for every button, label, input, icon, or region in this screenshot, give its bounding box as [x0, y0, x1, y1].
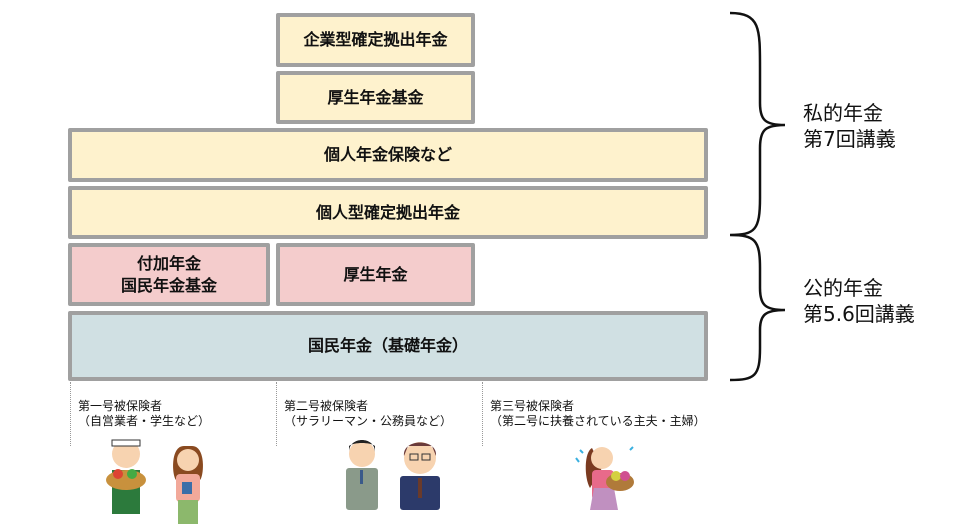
category-first: 第一号被保険者（自営業者・学生など）: [78, 399, 210, 429]
box-label: 個人年金保険など: [323, 145, 452, 164]
box-label: 国民年金（基礎年金）: [307, 336, 468, 355]
box-label: 厚生年金基金: [327, 87, 424, 107]
farmer-icon: [106, 439, 146, 514]
category-desc: （自営業者・学生など）: [78, 414, 211, 428]
category-desc: （サラリーマン・公務員など）: [284, 414, 453, 428]
homemaker-icon: [575, 446, 634, 510]
civil-servant-icon: [400, 442, 440, 510]
box-additional-pension: 付加年金 国民年金基金: [68, 243, 270, 306]
divider: [70, 382, 71, 446]
student-icon: [173, 446, 203, 524]
box-label: 国民年金基金: [120, 275, 217, 295]
public-pension-label: 公的年金 第5.6回講義: [803, 275, 915, 327]
category-desc: （第二号に扶養されている主夫・主婦）: [490, 414, 706, 428]
divider: [276, 382, 277, 446]
box-label: 企業型確定拠出年金: [303, 30, 448, 49]
box-corporate-dc: 企業型確定拠出年金: [276, 13, 475, 67]
box-employees-pension: 厚生年金: [276, 243, 475, 306]
box-individual-insurance: 個人年金保険など: [68, 128, 708, 182]
salaryman-icon: [346, 440, 378, 510]
category-title: 第三号被保険者: [490, 399, 575, 413]
category-third: 第三号被保険者（第二号に扶養されている主夫・主婦）: [490, 399, 706, 429]
box-label: 付加年金: [136, 253, 201, 273]
divider: [482, 382, 483, 446]
category-title: 第二号被保険者: [284, 399, 369, 413]
self-employed-and-student-illustration: [106, 439, 203, 524]
curly-brace-icon: [729, 11, 786, 382]
label-title: 公的年金: [803, 276, 883, 300]
box-individual-dc: 個人型確定拠出年金: [68, 186, 708, 239]
private-pension-label: 私的年金 第7回講義: [803, 100, 896, 152]
category-second: 第二号被保険者（サラリーマン・公務員など）: [284, 399, 452, 429]
category-title: 第一号被保険者: [78, 399, 163, 413]
label-title: 私的年金: [803, 101, 883, 125]
homemaker-illustration: [575, 446, 634, 510]
box-employee-fund: 厚生年金基金: [276, 71, 475, 124]
box-national-pension: 国民年金（基礎年金）: [68, 311, 708, 381]
salaryman-and-civil-servant-illustration: [346, 440, 440, 510]
label-lecture: 第5.6回講義: [803, 302, 915, 326]
box-label: 厚生年金: [343, 264, 408, 284]
box-label: 個人型確定拠出年金: [315, 202, 460, 222]
label-lecture: 第7回講義: [803, 127, 896, 151]
